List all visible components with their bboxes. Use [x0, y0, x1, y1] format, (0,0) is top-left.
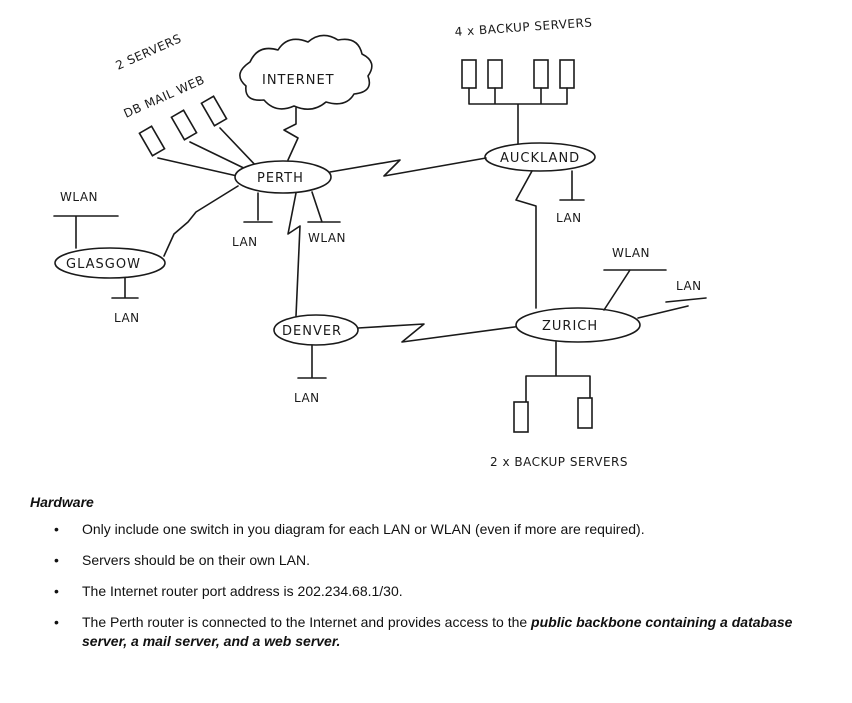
link-perth-denver: [287, 192, 301, 317]
auckland-backup-servers: 4 x BACKUP SERVERS: [454, 15, 593, 149]
internet-label: INTERNET: [262, 73, 335, 88]
link-auckland-zurich: [515, 170, 537, 309]
note-text: Servers should be on their own LAN.: [82, 552, 311, 568]
denver-label: DENVER: [282, 324, 342, 339]
zurich-backup-servers: 2 x BACKUP SERVERS: [490, 341, 628, 469]
web-server: [200, 95, 228, 127]
perth-lan: LAN: [232, 192, 273, 249]
perth-label: PERTH: [257, 171, 304, 186]
denver-lan-label: LAN: [294, 391, 320, 405]
mail-server: [170, 109, 198, 141]
backup-server-1: [461, 59, 477, 89]
denver-router: DENVER: [273, 314, 359, 346]
two-servers-label: 2 SERVERS: [114, 31, 184, 72]
perth-wlan-label: WLAN: [308, 231, 346, 245]
db-server: [138, 125, 166, 157]
zurich-lan: LAN: [637, 279, 707, 319]
auckland-label: AUCKLAND: [500, 151, 580, 166]
glasgow-wlan-label: WLAN: [60, 190, 98, 204]
link-perth-glasgow: [163, 185, 239, 257]
denver-lan: LAN: [294, 344, 327, 405]
glasgow-lan: LAN: [111, 277, 140, 325]
auckland-router: AUCKLAND: [484, 142, 596, 172]
glasgow-lan-label: LAN: [114, 311, 140, 325]
zurich-wlan: WLAN: [603, 246, 667, 311]
backup-server-2: [487, 59, 503, 89]
two-backup-label: 2 x BACKUP SERVERS: [490, 455, 628, 469]
glasgow-router: GLASGOW: [54, 247, 166, 279]
note-emphasis: public backbone containing a database se…: [82, 614, 793, 649]
zurich-wlan-label: WLAN: [612, 246, 650, 260]
note-text: Only include one switch in you diagram f…: [82, 521, 645, 537]
db-mail-web-label: DB MAIL WEB: [122, 73, 207, 121]
list-item: The Internet router port address is 202.…: [54, 582, 830, 601]
perth-router: PERTH: [234, 160, 332, 194]
zurich-label: ZURICH: [542, 319, 598, 334]
hardware-heading: Hardware: [30, 494, 94, 510]
auckland-lan: LAN: [556, 170, 585, 225]
four-backup-label: 4 x BACKUP SERVERS: [454, 15, 593, 39]
perth-wlan: WLAN: [307, 191, 346, 245]
zurich-backup-server-2: [577, 397, 593, 429]
zurich-backup-server-1: [513, 401, 529, 433]
backup-server-3: [533, 59, 549, 89]
glasgow-label: GLASGOW: [66, 257, 141, 272]
zurich-lan-label: LAN: [676, 279, 702, 293]
perth-lan-label: LAN: [232, 235, 258, 249]
list-item: Servers should be on their own LAN.: [54, 551, 830, 570]
list-item: Only include one switch in you diagram f…: [54, 520, 830, 539]
hardware-list: Only include one switch in you diagram f…: [30, 520, 830, 651]
link-denver-zurich: [357, 323, 523, 343]
auckland-lan-label: LAN: [556, 211, 582, 225]
internet-cloud: INTERNET: [239, 34, 373, 110]
hardware-notes: Hardware Only include one switch in you …: [30, 494, 830, 663]
zurich-router: ZURICH: [515, 307, 641, 343]
link-perth-auckland: [329, 157, 487, 177]
network-diagram: INTERNET 2 SERVERS DB MAIL WEB PERTH 4 x…: [53, 15, 707, 469]
note-text: The Internet router port address is 202.…: [82, 583, 403, 599]
link-internet-perth: [283, 107, 299, 161]
note-text: The Perth router is connected to the Int…: [82, 614, 532, 630]
public-servers: 2 SERVERS DB MAIL WEB: [114, 31, 259, 179]
backup-server-4: [559, 59, 575, 89]
glasgow-wlan: WLAN: [53, 190, 119, 249]
list-item: The Perth router is connected to the Int…: [54, 613, 830, 651]
